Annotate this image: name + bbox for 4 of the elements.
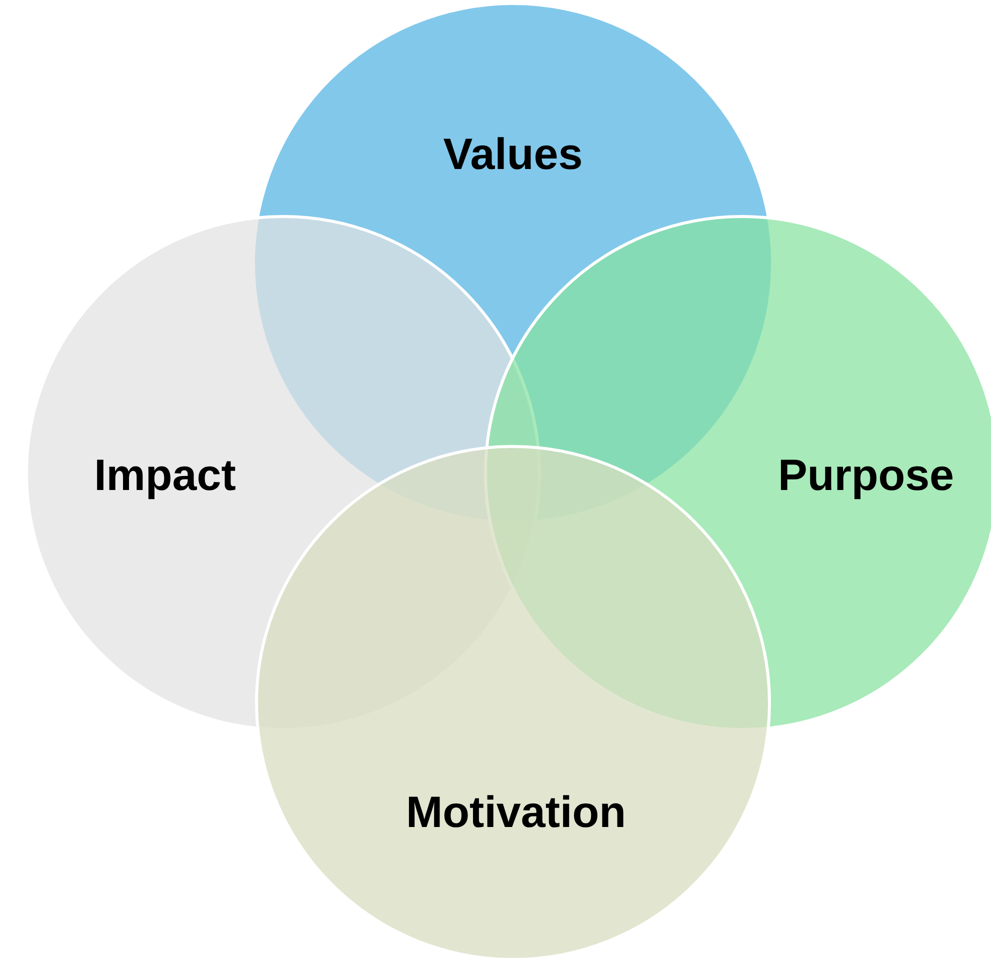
circle-label: Values: [443, 130, 583, 180]
circle-label: Motivation: [406, 788, 626, 838]
circle-label: Purpose: [778, 451, 954, 501]
circle-label: Impact: [94, 451, 236, 501]
